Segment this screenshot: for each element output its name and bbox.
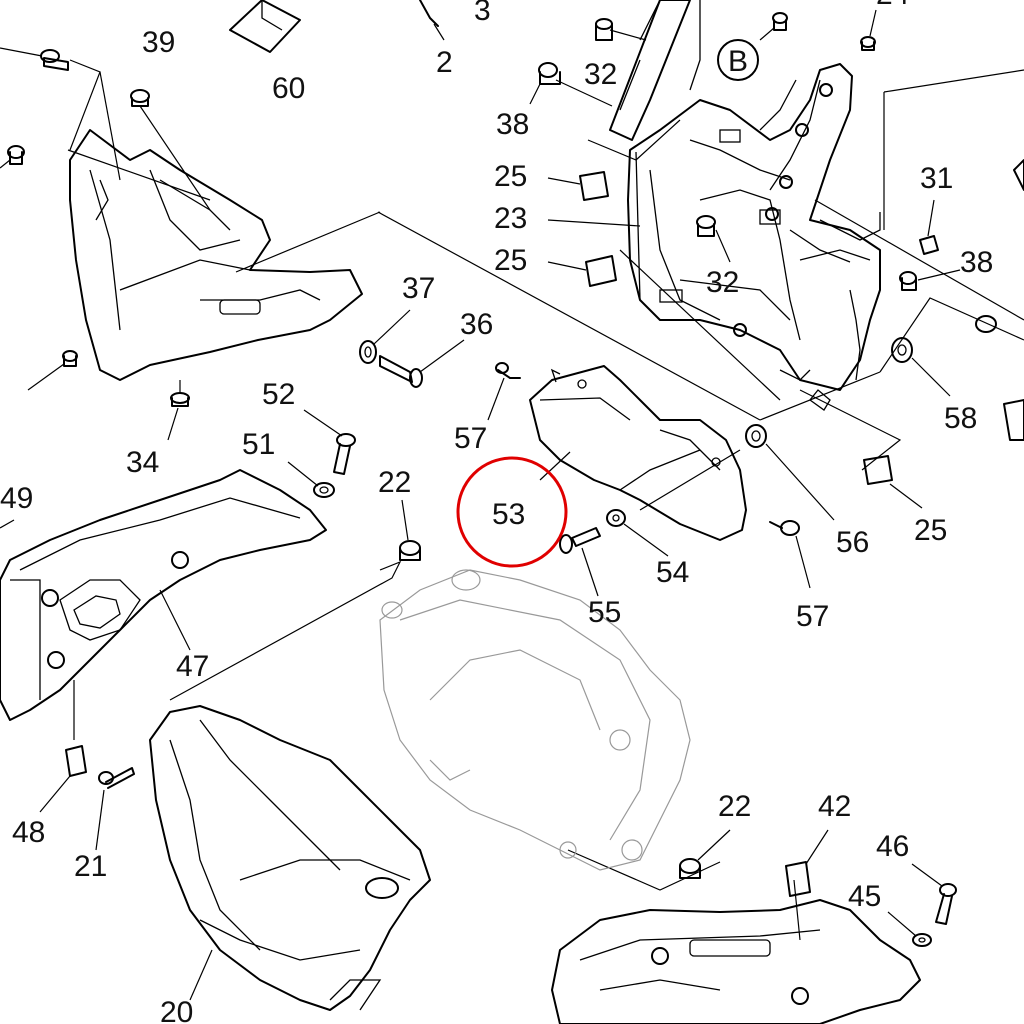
callout-3: 3 [474, 0, 491, 27]
part-60-label [229, 0, 301, 53]
part-37-washer [359, 309, 411, 364]
callout-49: 49 [0, 482, 33, 515]
callout-38-top: 38 [496, 108, 529, 141]
callout-45: 45 [848, 880, 881, 913]
callout-labels: 24 3 39 60 2 32 B 38 25 23 31 25 32 38 3… [0, 0, 993, 1024]
callout-22-upper: 22 [378, 466, 411, 499]
part-48-clip [39, 745, 87, 813]
part-57-screws [487, 362, 811, 589]
part-38-bolt-top [529, 62, 613, 107]
ref-b-circle [717, 39, 759, 81]
callout-42: 42 [818, 790, 851, 823]
part-51-washer [287, 461, 335, 498]
callout-25-a: 25 [494, 160, 527, 193]
part-45-washer [887, 911, 932, 947]
callout-52: 52 [262, 378, 295, 411]
assembly-lines [67, 59, 1024, 941]
callout-22-lower: 22 [718, 790, 751, 823]
lower-right-bracket [551, 899, 921, 1024]
callout-2: 2 [436, 46, 453, 79]
part-52-bolt [303, 409, 356, 475]
highlight-circle-53 [456, 456, 568, 568]
callout-25-c: 25 [914, 514, 947, 547]
part-38-bolt-right [899, 269, 961, 291]
part-24-grommet [860, 9, 877, 51]
part-32-collar-top [595, 18, 613, 41]
callout-34: 34 [126, 446, 159, 479]
callout-20: 20 [160, 996, 193, 1024]
part-53-duct [529, 365, 747, 541]
part-56-grommet [745, 424, 835, 521]
callout-24: 24 [876, 0, 909, 11]
callout-47: 47 [176, 650, 209, 683]
callout-55: 55 [588, 596, 621, 629]
part-34-grommets [27, 350, 190, 441]
part-22-grommet-upper [399, 499, 421, 561]
callout-32-top: 32 [584, 58, 617, 91]
callout-46: 46 [876, 830, 909, 863]
callout-b: B [728, 45, 748, 78]
callout-48: 48 [12, 816, 45, 849]
callout-56: 56 [836, 526, 869, 559]
upper-left-cowl [69, 129, 363, 381]
callout-58: 58 [944, 402, 977, 435]
part-23-lead [547, 219, 641, 227]
part-2-bolt [419, 0, 445, 41]
right-edge-parts [975, 159, 1024, 441]
headlight-ghost [379, 569, 691, 871]
callout-36: 36 [460, 308, 493, 341]
part-21-screw [95, 767, 135, 851]
callout-37: 37 [402, 272, 435, 305]
callout-31: 31 [920, 162, 953, 195]
part-22-grommet-lower [679, 829, 731, 879]
part-31-clip [919, 199, 939, 255]
part-46-bolt [911, 863, 957, 925]
callout-57-lower: 57 [796, 600, 829, 633]
part-32-collar-mid [696, 215, 731, 263]
part-b-ref-bolt [759, 12, 788, 41]
upper-mount-arm [609, 0, 701, 141]
headlight-bracket-assembly [627, 63, 881, 411]
part-top-bolt [0, 47, 69, 71]
part-42-clip [785, 829, 829, 897]
callout-60: 60 [272, 72, 305, 105]
callout-32-mid: 32 [706, 266, 739, 299]
callout-25-b: 25 [494, 244, 527, 277]
part-25-clips [547, 171, 923, 509]
part-47-side-bracket [0, 469, 327, 721]
callout-39: 39 [142, 26, 175, 59]
part-55-bolt [559, 527, 601, 597]
callout-23: 23 [494, 202, 527, 235]
callout-54: 54 [656, 556, 689, 589]
part-left-grommet [0, 145, 25, 169]
callout-57-upper: 57 [454, 422, 487, 455]
callout-21: 21 [74, 850, 107, 883]
callout-53: 53 [492, 498, 525, 531]
part-54-washer [606, 509, 669, 557]
part-36-bolt [379, 339, 465, 388]
part-20-front-cowl [149, 705, 431, 1011]
callout-51: 51 [242, 428, 275, 461]
callout-38-right: 38 [960, 246, 993, 279]
part-39-grommet [130, 89, 211, 211]
part-58-grommet [891, 337, 951, 397]
